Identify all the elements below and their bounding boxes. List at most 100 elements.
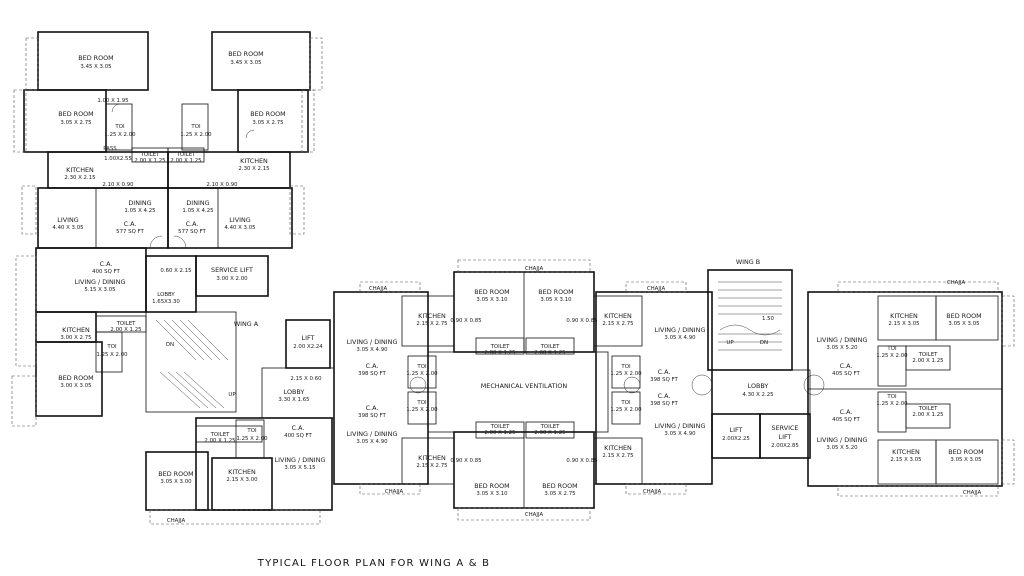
room-dim: 2.15 X 3.00 <box>226 477 258 483</box>
room-dim: 3.05 X 3.10 <box>476 297 508 303</box>
room-label: TOI <box>246 428 257 434</box>
plan-title: TYPICAL FLOOR PLAN FOR WING A & B <box>257 558 490 569</box>
room-dim: 2.15 X 2.75 <box>602 453 633 459</box>
room-label: LIVING / DINING <box>347 430 398 438</box>
lobby-label: LOBBY <box>284 388 305 396</box>
wall-note: 0.90 X 0.85 <box>450 318 481 324</box>
room-label: C.A. <box>186 220 199 228</box>
room-dim: 2.00 X 1.25 <box>110 327 141 333</box>
room-label: KITCHEN <box>66 166 94 174</box>
room-label: TOILET <box>490 344 511 350</box>
room-label: BED ROOM <box>542 482 577 490</box>
room-dim: 3.00 X 3.05 <box>60 383 91 389</box>
room-label: KITCHEN <box>418 454 446 462</box>
room-dim: 3.05 X 4.90 <box>356 439 388 445</box>
room-dim: 2.00 X 1.25 <box>134 158 165 164</box>
room-label: TOI <box>886 346 897 352</box>
room-dim: 1.25 X 2.00 <box>876 401 908 407</box>
room-dim: 2.00 X 1.25 <box>534 350 565 356</box>
room-dim: 2.00 X 1.25 <box>912 412 943 418</box>
lift-label: LIFT <box>302 334 315 342</box>
room-label: KITCHEN <box>890 312 918 320</box>
room-dim: 577 SQ FT <box>178 229 206 235</box>
room-dim: 1.05 X 4.25 <box>124 208 155 214</box>
room-label: BED ROOM <box>58 374 93 382</box>
room-label: KITCHEN <box>62 326 90 334</box>
room-dim: 1.25 X 2.00 <box>96 352 128 358</box>
room-dim: 3.05 X 3.00 <box>160 479 192 485</box>
staircase-a <box>155 319 229 409</box>
room-dim: 1.25 X 2.00 <box>236 436 268 442</box>
room-label: BED ROOM <box>474 288 509 296</box>
room-dim: 400 SQ FT <box>92 269 120 275</box>
room-dim: 1.05 X 4.25 <box>182 208 213 214</box>
chajja-label: CHAJJA <box>385 489 404 495</box>
room-dim: 3.05 X 5.20 <box>826 345 858 351</box>
chajja-label: CHAJJA <box>525 512 544 518</box>
room-dim: 3.05 X 2.75 <box>252 120 283 126</box>
room-dim: 398 SQ FT <box>650 377 678 383</box>
room-dim: 4.40 X 3.05 <box>52 225 83 231</box>
room-dim: 1.25 X 2.00 <box>406 407 438 413</box>
room-dim: 3.05 X 4.90 <box>664 431 696 437</box>
room-dim: 3.05 X 3.05 <box>948 321 979 327</box>
room-label: BED ROOM <box>948 448 983 456</box>
room-label: LIVING / DINING <box>347 338 398 346</box>
wing-b-label: WING B <box>736 258 760 266</box>
room-label: KITCHEN <box>892 448 920 456</box>
lobby-dim: 1.65X3.30 <box>152 299 180 305</box>
chajja-label: CHAJJA <box>525 266 544 272</box>
room-dim: 2.15 X 2.75 <box>416 463 447 469</box>
lift-label: LIFT <box>730 426 743 434</box>
room-label: C.A. <box>840 408 853 416</box>
room-dim: 3.05 X 5.15 <box>284 465 315 471</box>
wing-a-south-flat <box>145 417 333 525</box>
wing-a-label: WING A <box>234 320 259 328</box>
room-label: TOI <box>190 124 201 130</box>
chajja-label: CHAJJA <box>167 518 186 524</box>
room-label: BED ROOM <box>78 54 113 62</box>
room-label: TOI <box>416 364 427 370</box>
room-label: TOILET <box>540 344 561 350</box>
stair-up: UP <box>228 392 236 398</box>
room-label: C.A. <box>366 362 379 370</box>
room-label: BED ROOM <box>538 288 573 296</box>
service-lift-dim: 3.00 X 2.00 <box>216 276 248 282</box>
room-label: KITCHEN <box>418 312 446 320</box>
room-label: BED ROOM <box>946 312 981 320</box>
room-label: C.A. <box>100 260 113 268</box>
room-label: KITCHEN <box>604 312 632 320</box>
room-dim: 398 SQ FT <box>358 413 386 419</box>
room-label: BED ROOM <box>250 110 285 118</box>
room-label: BED ROOM <box>58 110 93 118</box>
wall-note: 0.90 X 0.85 <box>566 318 597 324</box>
room-dim: 3.05 X 2.75 <box>60 120 91 126</box>
dim-note: 1.00 X 1.95 <box>97 98 128 104</box>
dim-note: 2.10 X 0.90 <box>206 182 238 188</box>
room-label: TOI <box>106 344 117 350</box>
room-dim: 1.25 X 2.00 <box>406 371 438 377</box>
room-dim: 3.05 X 4.90 <box>356 347 388 353</box>
wing-a-core <box>145 255 335 419</box>
room-label: DINING <box>128 199 151 207</box>
room-label: LIVING <box>57 216 78 224</box>
room-dim: 1.25 X 2.00 <box>610 371 642 377</box>
room-dim: 2.15 X 3.05 <box>890 457 921 463</box>
lobby-dim: 3.30 X 1.65 <box>278 397 309 403</box>
stair-dn: DN <box>760 340 768 346</box>
chajja-label: CHAJJA <box>947 280 966 286</box>
room-label: KITCHEN <box>604 444 632 452</box>
room-label: TOI <box>620 400 631 406</box>
wing-b-flats <box>807 281 1015 497</box>
room-dim: 3.05 X 3.05 <box>950 457 981 463</box>
lobby-label: LOBBY <box>157 292 175 298</box>
dim-note: 2.10 X 0.90 <box>102 182 134 188</box>
stair-up: UP <box>726 340 734 346</box>
room-dim: 3.05 X 3.10 <box>540 297 572 303</box>
lift-dim: 2.00X2.25 <box>722 436 750 442</box>
room-dim: 3.05 X 3.10 <box>476 491 508 497</box>
room-label: BED ROOM <box>228 50 263 58</box>
chajja-label: CHAJJA <box>647 286 666 292</box>
passage-dim: 2.15 X 0.60 <box>290 376 322 382</box>
room-label: TOI <box>886 394 897 400</box>
